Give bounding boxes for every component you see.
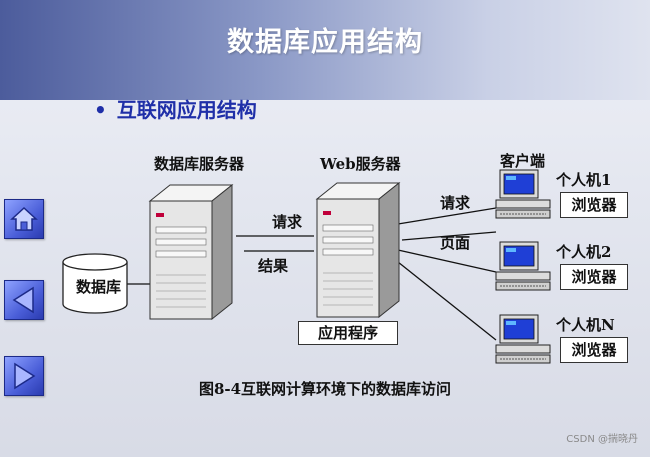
request-label-right: 请求	[440, 192, 470, 213]
computer-icon	[494, 240, 554, 292]
browser-box-1: 浏览器	[560, 192, 628, 218]
database-label: 数据库	[76, 276, 121, 297]
app-program-box: 应用程序	[298, 321, 398, 345]
computer-icon	[494, 313, 554, 365]
page-label: 页面	[440, 232, 470, 253]
browser-box-2: 浏览器	[560, 264, 628, 290]
db-server-label: 数据库服务器	[154, 153, 244, 174]
pc2-label: 个人机2	[556, 241, 611, 262]
figure-caption: 图8-4互联网计算环境下的数据库访问	[0, 378, 650, 399]
request-label-left: 请求	[272, 211, 302, 232]
db-server-icon	[146, 183, 236, 323]
result-label: 结果	[258, 255, 288, 276]
browser-box-N: 浏览器	[560, 337, 628, 363]
pcN-label: 个人机N	[556, 314, 615, 335]
web-server-label: Web服务器	[320, 153, 401, 174]
pc1-label: 个人机1	[556, 169, 611, 190]
web-server-icon	[313, 181, 403, 321]
watermark: CSDN @揣晓丹	[566, 430, 638, 445]
computer-icon	[494, 168, 554, 220]
